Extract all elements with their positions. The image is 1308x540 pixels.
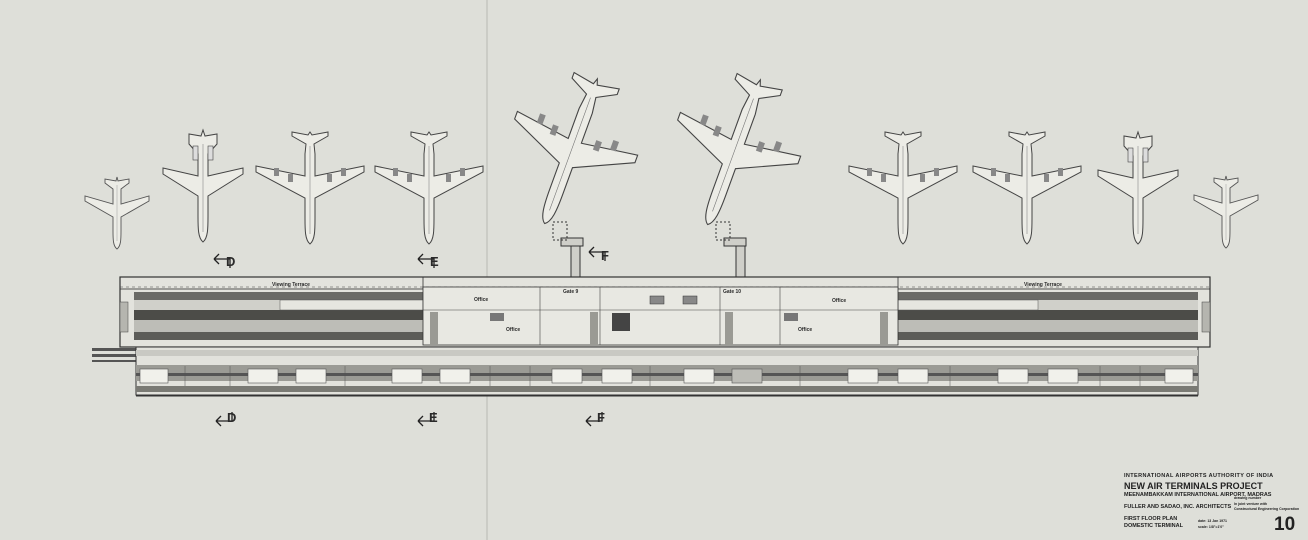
gate-label-9: Gate 9 — [563, 289, 579, 295]
sheet-subtitle: DOMESTIC TERMINAL — [1124, 523, 1183, 529]
section-label-d-top: D — [226, 254, 235, 269]
aircraft-widebody-gate-9 — [484, 56, 659, 246]
aircraft-group — [84, 56, 1259, 250]
project-title: NEW AIR TERMINALS PROJECT — [1124, 481, 1263, 491]
terrace-label-right: Viewing Terrace — [1024, 282, 1062, 288]
room-label-office-a: Office — [474, 297, 488, 303]
aircraft-small-left — [84, 176, 150, 250]
room-label-office-b: Office — [506, 327, 520, 333]
gate-label-10: Gate 10 — [723, 289, 741, 295]
authority-name: INTERNATIONAL AIRPORTS AUTHORITY OF INDI… — [1124, 473, 1274, 479]
aircraft-right-1 — [848, 131, 958, 245]
aircraft-left-1 — [255, 131, 365, 245]
terrace-label-left: Viewing Terrace — [272, 282, 310, 288]
section-label-e-top: E — [430, 254, 439, 269]
aircraft-left-2 — [374, 131, 484, 245]
date: date: 13 Jan 1971 — [1198, 519, 1227, 523]
sheet-title: FIRST FLOOR PLAN — [1124, 516, 1178, 522]
drawing-number-label: drawing number — [1234, 496, 1262, 500]
architects-note: In joint venture with — [1234, 502, 1268, 506]
aircraft-t-tail-right — [1097, 131, 1179, 245]
title-block: INTERNATIONAL AIRPORTS AUTHORITY OF INDI… — [1124, 470, 1302, 536]
aircraft-right-2 — [972, 131, 1082, 245]
section-label-e-bottom: E — [429, 410, 438, 425]
architects-name: FULLER AND SADAO, INC. ARCHITECTS — [1124, 504, 1232, 510]
room-label-office-d: Office — [798, 327, 812, 333]
terminal-building — [92, 276, 1211, 397]
section-label-f-bottom: F — [597, 410, 605, 425]
aircraft-widebody-gate-10 — [647, 57, 822, 247]
section-label-d-bottom: D — [227, 410, 236, 425]
scale: scale: 1/8"=1'0" — [1198, 525, 1224, 529]
jetways — [552, 221, 747, 287]
sheet-number: 10 — [1274, 514, 1296, 535]
section-label-f-top: F — [601, 248, 609, 263]
section-markers — [213, 246, 606, 427]
room-label-office-c: Office — [832, 298, 846, 304]
aircraft-small-right — [1193, 175, 1259, 249]
airport-name: MEENAMBAKKAM INTERNATIONAL AIRPORT, MADR… — [1124, 492, 1272, 498]
aircraft-t-tail-left — [162, 129, 244, 243]
architects-note-2: Constructural Engineering Corporation — [1234, 507, 1300, 511]
